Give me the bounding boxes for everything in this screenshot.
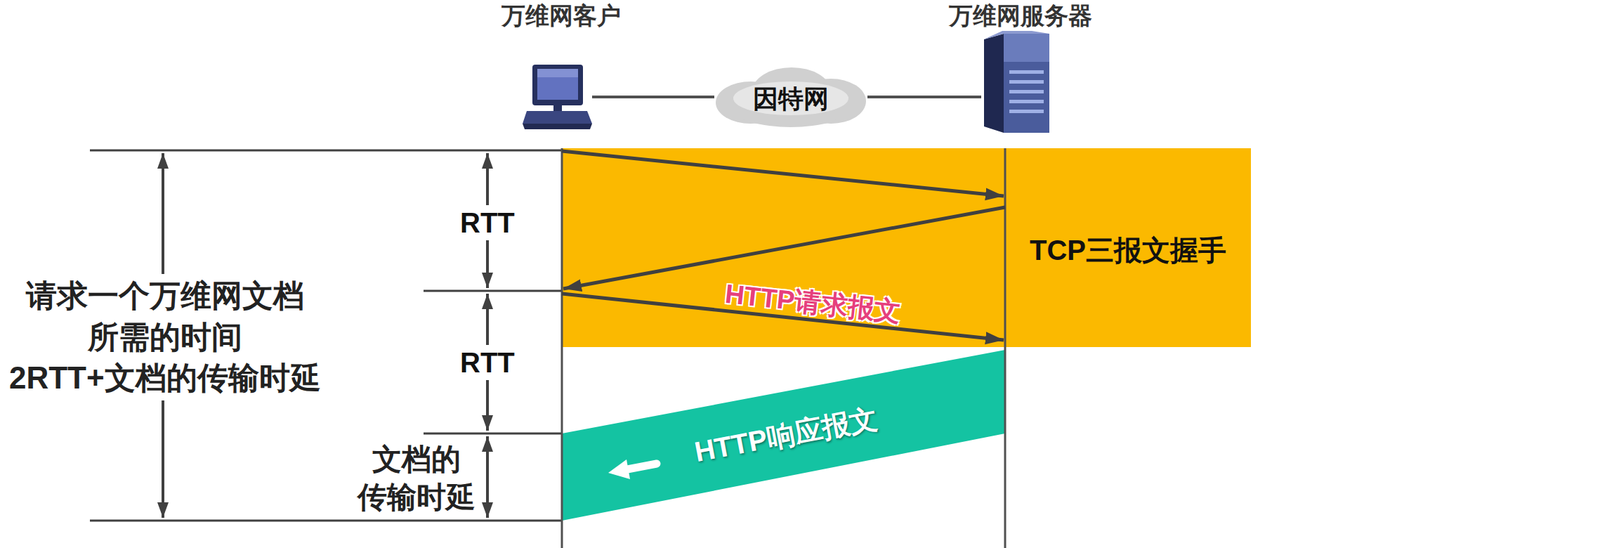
total-time-label: 请求一个万维网文档 所需的时间 2RTT+文档的传输时延 [4,273,326,401]
extension-line [423,290,562,293]
request-arrow [561,293,1004,340]
client-computer-shape [522,63,593,131]
http-response-band: HTTP响应报文 [561,349,1006,521]
web-server: 万维网服务器 [981,30,1051,133]
syn-arrow [561,151,1004,196]
server-timeline [1004,148,1007,548]
rtt-label: RTT [455,205,520,241]
syn-ack-arrow [563,207,1006,289]
node-label: 万维网服务器 [948,2,1093,30]
request-label: HTTP请求报文 [724,280,903,326]
internet-cloud: 因特网 [714,66,868,128]
network-link [592,95,715,99]
band-title: TCP三报文握手 [1029,233,1227,267]
web-server-shape [981,30,1051,133]
client-timeline [561,148,564,548]
extension-line [89,149,562,152]
client-computer: 万维网客户 [522,63,593,131]
rtt-label: RTT [455,344,520,380]
tcp-handshake-band: TCP三报文握手 [561,148,1251,347]
node-label: 万维网客户 [501,2,621,30]
extension-line [89,519,562,522]
extension-line [423,432,562,435]
transmission-delay-label: 文档的 传输时延 [353,438,480,518]
network-link [867,95,982,99]
node-label: 因特网 [752,84,829,114]
dimension-arrow [486,436,489,518]
